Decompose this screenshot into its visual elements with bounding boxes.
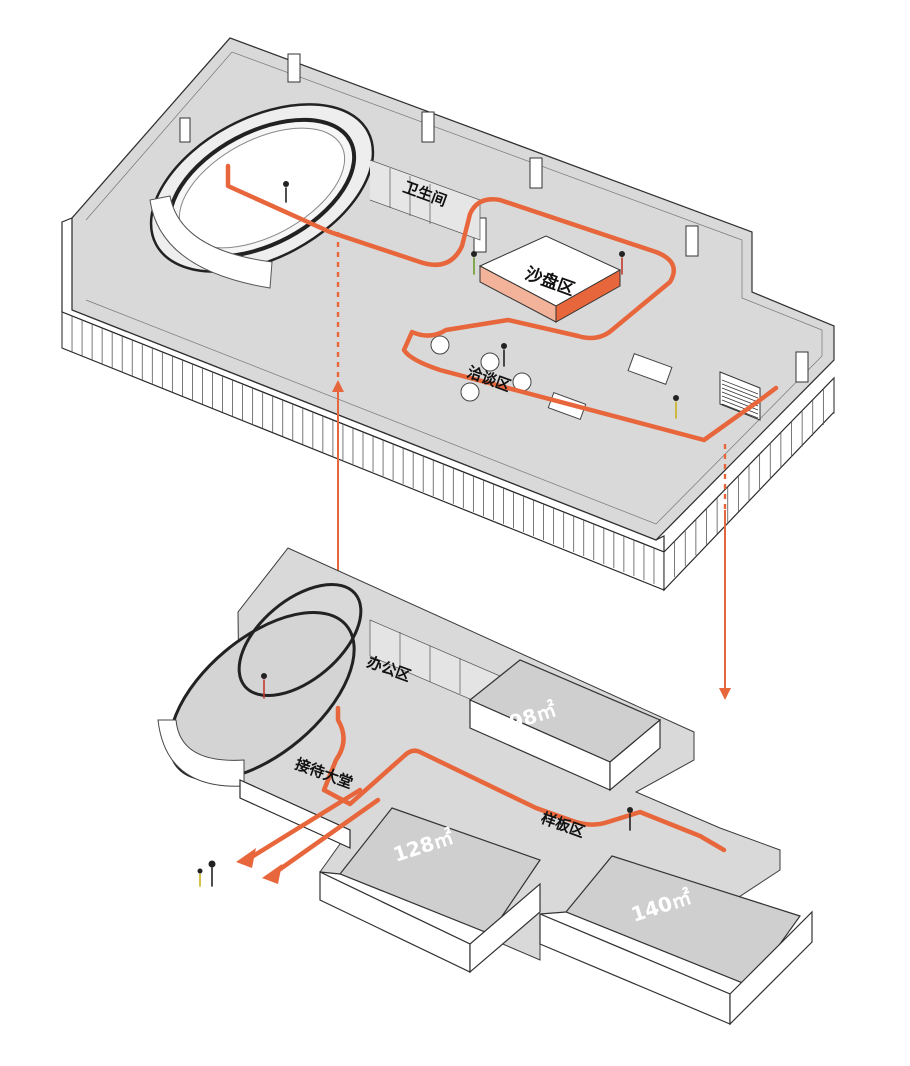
- stair-tread: [721, 383, 759, 399]
- stair-tread: [721, 379, 759, 395]
- people-figures: [197, 181, 679, 887]
- lower-exit-route-2: [273, 797, 381, 875]
- person-figure: [627, 807, 633, 831]
- lower-room-140: [539, 855, 813, 1026]
- lower-front-wall: [239, 779, 351, 849]
- upper-restroom-partitions: [369, 159, 481, 241]
- lower-floor: [157, 547, 813, 1026]
- stair-tread: [721, 387, 759, 403]
- person-figure: [673, 395, 679, 419]
- person-figure: [261, 673, 267, 699]
- person-figure: [619, 251, 625, 275]
- stair-tread: [721, 399, 759, 415]
- lower-elliptical-balcony: [157, 582, 363, 787]
- lower-circulation-route: [321, 705, 727, 853]
- lower-room-128: [319, 807, 541, 974]
- person-figure: [501, 343, 507, 367]
- person-figure: [471, 251, 477, 275]
- upper-sand-table: [478, 235, 622, 323]
- upper-columns: [179, 53, 809, 383]
- stair-tread: [721, 403, 759, 419]
- upper-facade-mullions: [61, 312, 835, 588]
- person-figure: [197, 868, 203, 887]
- lower-office-partitions: [369, 619, 501, 713]
- lower-exit-route-1: [247, 787, 363, 861]
- person-figure: [208, 860, 216, 887]
- upper-floor: [61, 37, 835, 592]
- upper-circulation-route: [225, 163, 779, 443]
- person-figure: [283, 181, 289, 203]
- lower-room-98: [468, 659, 662, 792]
